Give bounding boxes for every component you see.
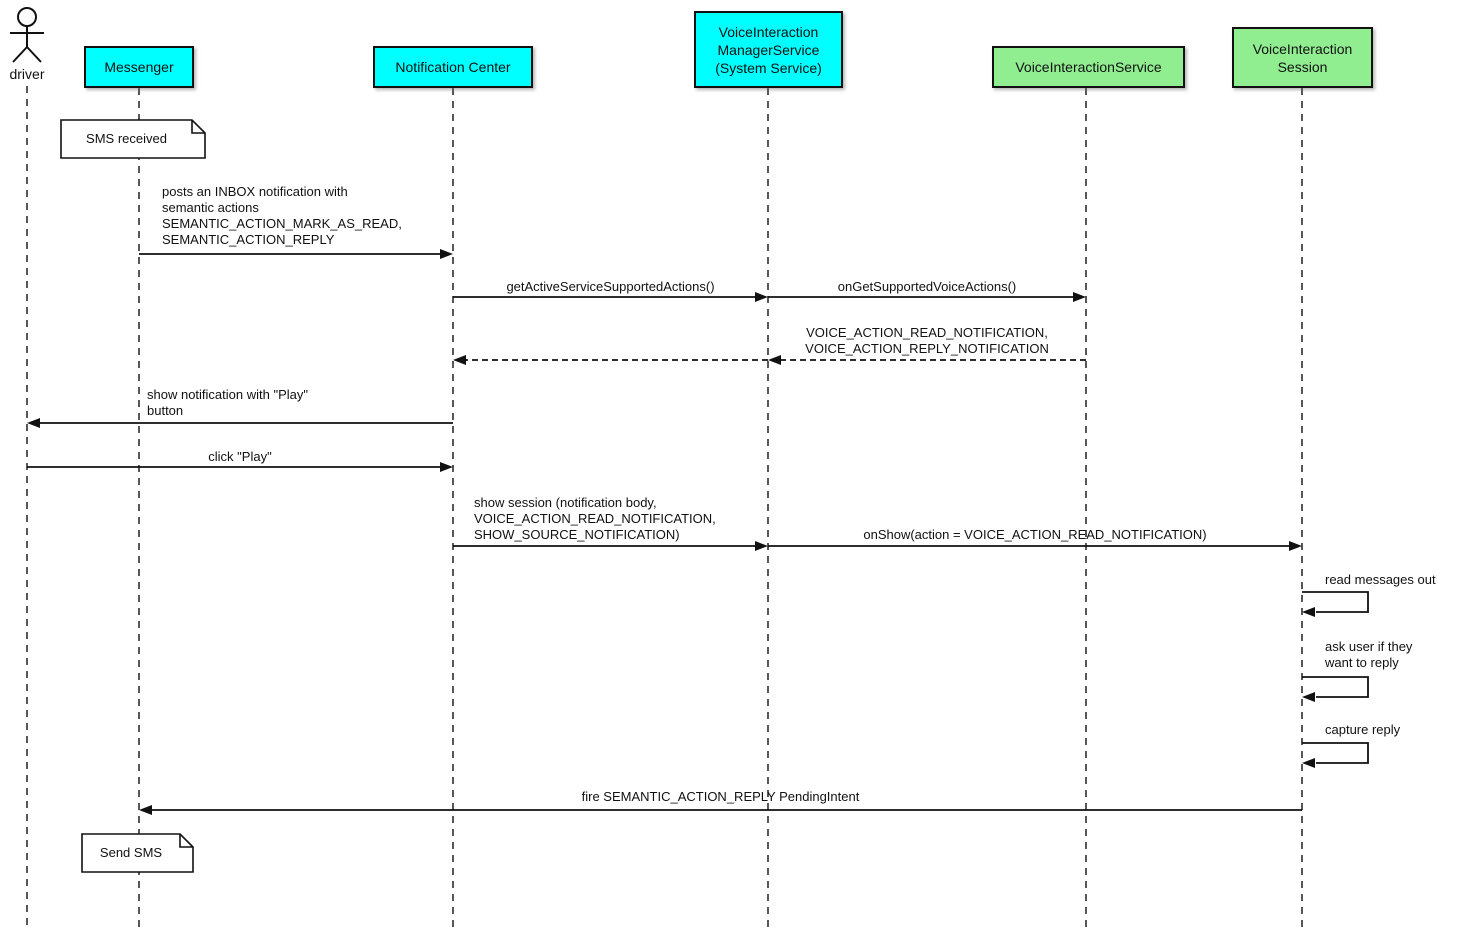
participant-label: VoiceInteraction ManagerService (System … <box>715 23 822 76</box>
participant-label: Notification Center <box>395 59 511 75</box>
arrow-posts-inbox-notification <box>139 249 453 259</box>
participant-label: Messenger <box>104 59 174 75</box>
arrow-click-play <box>27 462 453 472</box>
note-sms-received-shape <box>60 119 206 159</box>
message-label-get-active-service-supported-actions: getActiveServiceSupportedActions() <box>506 279 715 294</box>
message-arrows <box>27 249 1369 815</box>
arrow-return-voice-actions <box>768 355 1086 365</box>
arrow-self-read-messages-out <box>1302 591 1369 617</box>
message-label-capture-reply: capture reply <box>1325 722 1401 737</box>
arrow-get-active-service-supported-actions <box>453 292 768 302</box>
participant-label: VoiceInteraction Session <box>1252 40 1353 75</box>
note-shapes <box>60 119 206 873</box>
participant-voice-interaction-session: VoiceInteraction Session <box>1232 27 1373 88</box>
arrow-self-ask-user <box>1302 676 1369 702</box>
message-label-show-session: show session (notification body, VOICE_A… <box>474 495 716 542</box>
lifelines <box>26 86 1303 929</box>
message-label-return-voice-actions: VOICE_ACTION_READ_NOTIFICATION, VOICE_AC… <box>805 325 1049 356</box>
actor-driver-label: driver <box>9 66 45 82</box>
actor-driver-icon <box>10 7 44 63</box>
arrow-show-session <box>453 541 768 551</box>
message-label-click-play: click "Play" <box>208 449 272 464</box>
participant-voice-interaction-service: VoiceInteractionService <box>992 46 1185 88</box>
message-label-fire-pending-intent: fire SEMANTIC_ACTION_REPLY PendingIntent <box>581 789 860 804</box>
note-sms-received: SMS received <box>86 131 167 146</box>
participant-label: VoiceInteractionService <box>1015 59 1162 75</box>
message-label-on-show: onShow(action = VOICE_ACTION_READ_NOTIFI… <box>863 527 1207 542</box>
note-send-sms-shape <box>81 833 194 873</box>
participant-voice-interaction-manager-service: VoiceInteraction ManagerService (System … <box>694 11 843 88</box>
message-label-ask-user-reply: ask user if they want to reply <box>1325 639 1413 670</box>
arrow-self-capture-reply <box>1302 742 1369 768</box>
arrow-on-get-supported-voice-actions <box>768 292 1086 302</box>
arrow-show-notification <box>27 418 453 428</box>
arrow-on-show <box>768 541 1302 551</box>
arrow-return-to-notification-center <box>453 355 768 365</box>
message-label-show-notification: show notification with "Play" button <box>147 387 308 418</box>
arrow-fire-pending-intent <box>139 805 1302 815</box>
participant-notification-center: Notification Center <box>373 46 533 88</box>
message-label-posts-inbox-notification: posts an INBOX notification with semanti… <box>162 184 402 247</box>
note-send-sms-fold-icon <box>179 834 193 848</box>
message-label-read-messages-out: read messages out <box>1325 572 1436 587</box>
note-send-sms: Send SMS <box>99 845 163 860</box>
participant-messenger: Messenger <box>84 46 194 88</box>
note-sms-received-fold-icon <box>191 120 205 134</box>
message-label-on-get-supported-voice-actions: onGetSupportedVoiceActions() <box>837 279 1017 294</box>
